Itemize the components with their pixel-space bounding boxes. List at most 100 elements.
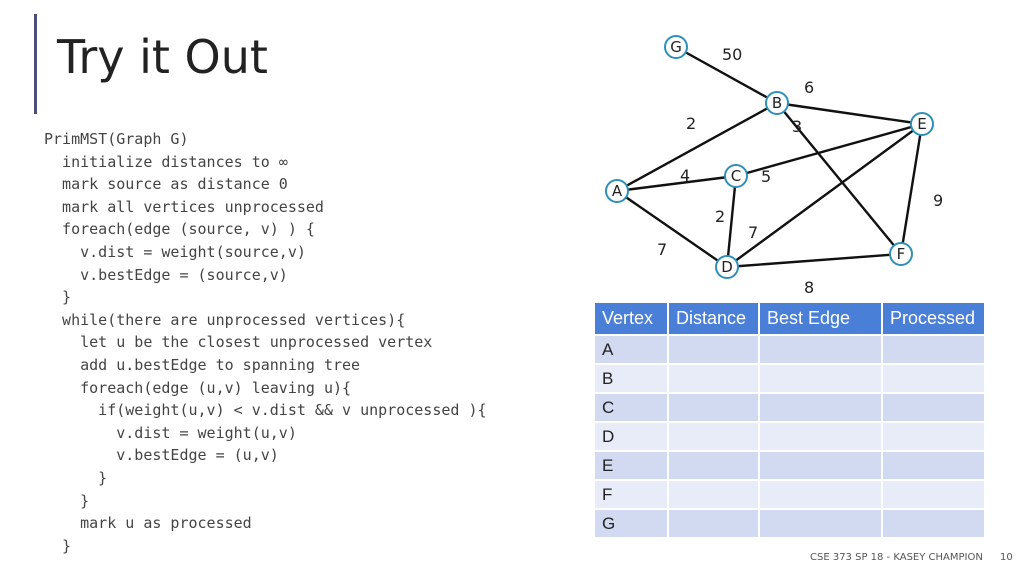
- code-line: mark all vertices unprocessed: [44, 197, 324, 216]
- column-header-processed: Processed: [881, 301, 986, 336]
- vertex-cell: C: [593, 392, 669, 423]
- code-line: }: [44, 536, 72, 555]
- weight-label: 3: [792, 117, 802, 136]
- distance-cell: [667, 392, 760, 423]
- code-line: v.bestEdge = (source,v): [44, 265, 288, 284]
- graph-node-f: F: [889, 242, 913, 266]
- distance-cell: [667, 508, 760, 539]
- edge-a-c: [616, 174, 737, 193]
- code-line: let u be the closest unprocessed vertex: [44, 333, 433, 352]
- graph-edges: [616, 45, 924, 269]
- pseudocode-block: PrimMST(Graph G) initialize distances to…: [44, 128, 487, 557]
- column-header-best-edge: Best Edge: [758, 301, 883, 336]
- weight-label: 2: [715, 207, 725, 226]
- graph-node-g: G: [664, 35, 688, 59]
- edge-d-e: [726, 123, 923, 268]
- weight-label: 9: [933, 191, 943, 210]
- best-edge-cell: [758, 450, 883, 481]
- edge-a-d: [616, 190, 728, 268]
- best-edge-cell: [758, 421, 883, 452]
- code-line: }: [44, 288, 72, 307]
- edge-e-f: [899, 123, 924, 255]
- code-line: initialize distances to ∞: [44, 152, 288, 171]
- graph-node-a: A: [605, 179, 629, 203]
- node-label: D: [721, 258, 733, 276]
- code-line: if(weight(u,v) < v.dist && v unprocessed…: [44, 401, 487, 420]
- edge-b-e: [776, 101, 923, 126]
- code-line: foreach(edge (u,v) leaving u){: [44, 378, 352, 397]
- node-label: G: [670, 38, 682, 56]
- title-accent-bar: [34, 14, 37, 114]
- graph-node-c: C: [724, 164, 748, 188]
- table-header-row: Vertex Distance Best Edge Processed: [593, 301, 986, 336]
- weight-label: 50: [722, 45, 742, 64]
- code-line: }: [44, 491, 90, 510]
- edge-a-b: [616, 101, 778, 193]
- code-line: while(there are unprocessed vertices){: [44, 310, 406, 329]
- edge-c-d: [725, 175, 738, 268]
- best-edge-cell: [758, 479, 883, 510]
- processed-cell: [881, 508, 986, 539]
- distance-cell: [667, 450, 760, 481]
- weight-label: 7: [657, 240, 667, 259]
- weight-label: 6: [804, 78, 814, 97]
- table-row: C: [593, 392, 986, 423]
- table-row: A: [593, 334, 986, 365]
- vertex-cell: F: [593, 479, 669, 510]
- column-header-vertex: Vertex: [593, 301, 669, 336]
- column-header-distance: Distance: [667, 301, 760, 336]
- node-label: A: [612, 182, 623, 200]
- edge-g-b: [675, 45, 778, 105]
- graph-nodes: G B E A C D F: [605, 35, 934, 279]
- vertex-cell: D: [593, 421, 669, 452]
- code-line: v.dist = weight(u,v): [44, 423, 297, 442]
- code-line: foreach(edge (source, v) ) {: [44, 220, 315, 239]
- best-edge-cell: [758, 508, 883, 539]
- vertex-cell: G: [593, 508, 669, 539]
- edge-weight-labels: 50 6 2 3 4 5 9 2 7 7 8: [657, 45, 943, 297]
- code-line: v.dist = weight(source,v): [44, 242, 306, 261]
- code-line: }: [44, 468, 108, 487]
- distance-cell: [667, 334, 760, 365]
- prim-state-table: Vertex Distance Best Edge Processed A B …: [593, 301, 986, 539]
- processed-cell: [881, 363, 986, 394]
- graph-node-b: B: [765, 91, 789, 115]
- code-line: mark source as distance 0: [44, 175, 288, 194]
- processed-cell: [881, 479, 986, 510]
- processed-cell: [881, 450, 986, 481]
- processed-cell: [881, 421, 986, 452]
- edge-b-f: [776, 102, 902, 255]
- edge-d-f: [726, 252, 902, 269]
- best-edge-cell: [758, 334, 883, 365]
- vertex-cell: E: [593, 450, 669, 481]
- code-line: PrimMST(Graph G): [44, 130, 189, 148]
- processed-cell: [881, 392, 986, 423]
- node-label: F: [897, 245, 906, 263]
- distance-cell: [667, 421, 760, 452]
- table-row: D: [593, 421, 986, 452]
- best-edge-cell: [758, 363, 883, 394]
- distance-cell: [667, 363, 760, 394]
- table-row: G: [593, 508, 986, 539]
- slide-footer: CSE 373 SP 18 - KASEY CHAMPION: [810, 552, 983, 563]
- table-row: B: [593, 363, 986, 394]
- table-row: F: [593, 479, 986, 510]
- node-label: E: [917, 115, 926, 133]
- weight-label: 4: [680, 166, 690, 185]
- node-label: C: [731, 167, 741, 185]
- weight-label: 8: [804, 278, 814, 297]
- weight-label: 2: [686, 114, 696, 133]
- slide-title: Try it Out: [57, 30, 268, 84]
- processed-cell: [881, 334, 986, 365]
- code-line: add u.bestEdge to spanning tree: [44, 355, 361, 374]
- distance-cell: [667, 479, 760, 510]
- weight-label: 7: [748, 223, 758, 242]
- graph-node-d: D: [715, 255, 739, 279]
- vertex-cell: B: [593, 363, 669, 394]
- weighted-graph-diagram: 50 6 2 3 4 5 9 2 7 7 8 G B E A C: [605, 35, 943, 297]
- graph-node-e: E: [910, 112, 934, 136]
- edge-c-e: [735, 122, 923, 178]
- page-number: 10: [1000, 552, 1013, 563]
- code-line: v.bestEdge = (u,v): [44, 446, 279, 465]
- best-edge-cell: [758, 392, 883, 423]
